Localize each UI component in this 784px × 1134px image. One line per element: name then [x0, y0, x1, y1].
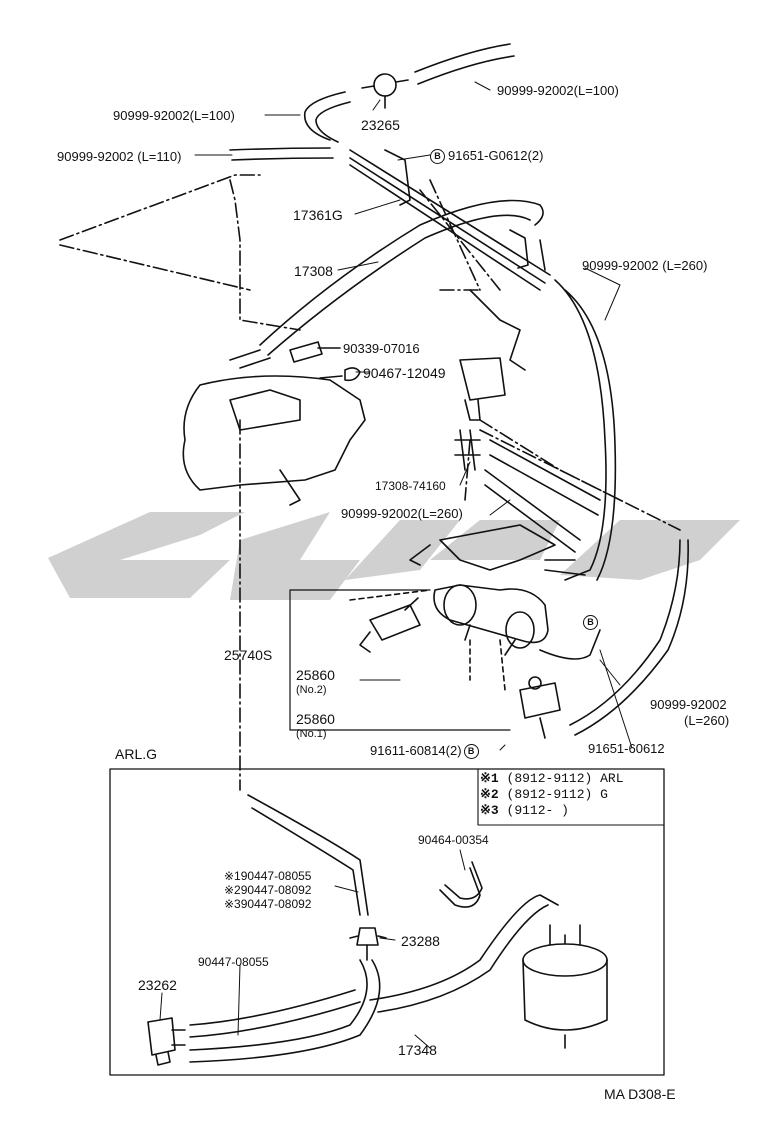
label-hose-top-left: 90999-92002(L=100)	[113, 108, 235, 123]
plug-90339	[289, 341, 323, 363]
label-valve-23265: 23265	[361, 117, 400, 133]
variant-legend: ※1 (8912-9112) ARL ※2 (8912-9112) G ※3 (…	[480, 771, 660, 819]
valve-23288-drawing	[349, 927, 387, 961]
legend-row-2: ※2 (8912-9112) G	[480, 787, 608, 802]
clamp-90464-drawing	[439, 861, 483, 908]
label-valve-23288: 23288	[401, 933, 440, 949]
canister-drawing	[522, 924, 608, 1049]
arlg-box	[109, 768, 665, 1076]
watermark-logo	[48, 512, 740, 600]
label-bracket-17361g: 17361G	[293, 207, 343, 223]
label-hose-90447-08055: 90447-08055	[198, 955, 269, 969]
vacuum-actuator	[459, 357, 506, 421]
diagram-code: MA D308-E	[604, 1086, 676, 1102]
label-pipe-17308-74160: 17308-74160	[375, 479, 446, 493]
label-clip-91651: 91651-60612	[588, 741, 665, 756]
valve-23265-drawing	[361, 73, 409, 109]
hose-17308	[259, 199, 544, 356]
hose-l260-mid	[484, 439, 601, 553]
label-hose-l260-bottom-len: (L=260)	[684, 713, 730, 728]
b-mark-icon: B	[583, 615, 598, 631]
label-bolt-b: 91611-60814(2)B	[370, 744, 482, 760]
label-hose-l260-right: 90999-92002 (L=260)	[582, 258, 708, 273]
sensor-23262-drawing	[147, 1017, 186, 1066]
b-mark-icon: B	[430, 149, 445, 165]
hose-upper-lower	[247, 794, 369, 916]
hose-l260-bottom	[569, 539, 689, 736]
label-clamp-90464: 90464-00354	[418, 833, 489, 847]
throttle-body	[182, 375, 366, 506]
hose-90447-08055	[189, 989, 361, 1038]
label-hose-var2: ※290447-08092	[224, 883, 312, 897]
label-hose-l260-bottom: 90999-92002	[650, 697, 727, 712]
label-vsv-no1-sub: (No.1)	[296, 728, 327, 740]
vsv-no1-drawing	[519, 676, 561, 739]
label-hose-l260-mid: 90999-92002(L=260)	[341, 506, 463, 521]
engine-outline	[59, 174, 501, 331]
hose-l260-right	[554, 279, 617, 581]
label-hose-17348: 17348	[398, 1042, 437, 1058]
bracket-rail	[349, 149, 551, 291]
hose-17348	[189, 959, 381, 1063]
label-hose-l110: 90999-92002 (L=110)	[57, 149, 182, 164]
label-vsv-assembly: 25740S	[224, 647, 273, 663]
legend-row-1: ※1 (8912-9112) ARL	[480, 771, 624, 786]
b-mark-right: B	[583, 615, 601, 631]
pipe-17308-74160	[454, 429, 481, 471]
label-hose-17308: 17308	[294, 263, 333, 279]
label-sensor-23262: 23262	[138, 977, 177, 993]
label-hose-var3: ※390447-08092	[224, 897, 312, 911]
hose-top-right	[414, 43, 515, 85]
label-vsv-no2-sub: (No.2)	[296, 684, 327, 696]
leader-lines	[194, 81, 633, 751]
label-arlg: ARL.G	[115, 746, 158, 762]
vsv-no2-drawing	[359, 597, 421, 653]
label-hose-var1: ※190447-08055	[224, 869, 312, 883]
label-plug-90339: 90339-07016	[343, 341, 420, 356]
label-clip-90467: 90467-12049	[363, 365, 446, 381]
label-vsv-no1: 25860	[296, 711, 335, 727]
hose-l110	[229, 147, 334, 161]
vsv-assembly-drawing	[409, 524, 586, 656]
label-vsv-no2: 25860	[296, 667, 335, 683]
b-mark-icon: B	[463, 744, 479, 760]
hose-top-left	[303, 91, 351, 143]
label-hose-top-right: 90999-92002(L=100)	[497, 83, 619, 98]
legend-row-3: ※3 (9112- )	[480, 803, 569, 818]
